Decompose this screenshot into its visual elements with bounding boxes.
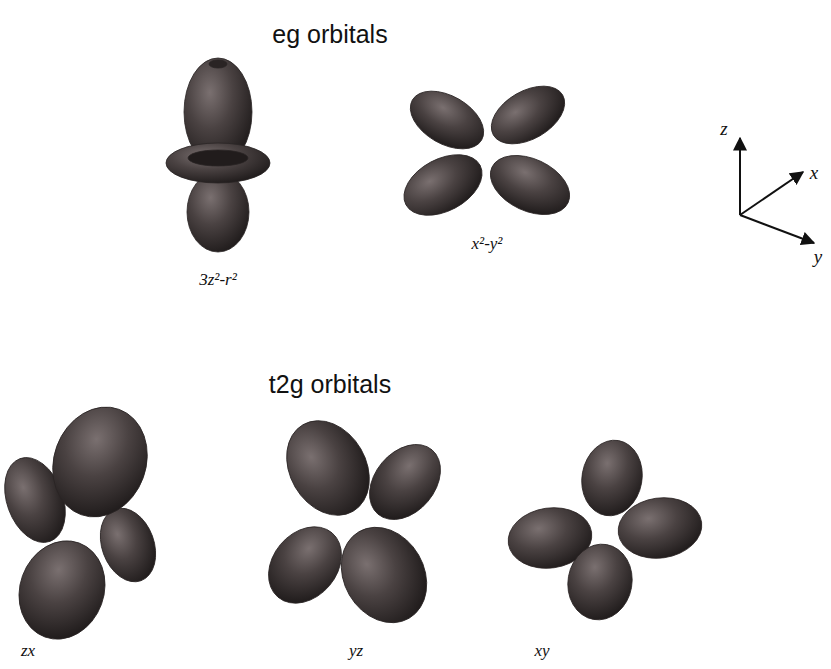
orbital-lobe [38,394,163,531]
orbital-lobe [355,431,455,534]
orbital-lobe [5,529,118,652]
orbital-lobe [400,79,493,161]
dx2y2-orbital [394,74,579,227]
orbital-torus [166,143,270,183]
orbital-name: yz [349,641,363,661]
axis-label: z [720,118,727,140]
dzx-orbital [0,394,165,652]
orbital-lobe [481,74,574,156]
dyz-orbital [253,406,454,639]
orbital-lobe [562,539,638,625]
axis-label: x [810,162,818,184]
orbital-lobe [270,406,386,531]
dz2-orbital [166,58,270,252]
orbital-lobe [481,144,579,227]
lobe-tip [209,60,227,68]
axis-label: y [814,246,822,268]
group-heading: t2g orbitals [269,370,391,399]
x-axis [740,172,803,215]
orbital-lobe [614,492,706,563]
orbital-lobe [394,142,493,227]
orbital-name: xy [534,641,549,661]
orbital-name: x²-y² [472,234,503,254]
axis-triad [740,138,814,243]
torus-hole [188,150,248,166]
orbital-name: 3z²-r² [199,270,237,290]
orbital-lobe [324,512,443,639]
z-axis [739,138,741,215]
dxy-orbital [504,435,706,625]
orbital-name: zx [21,641,35,661]
group-heading: eg orbitals [272,20,387,49]
orbital-lobe [187,172,249,252]
y-axis [740,215,814,243]
